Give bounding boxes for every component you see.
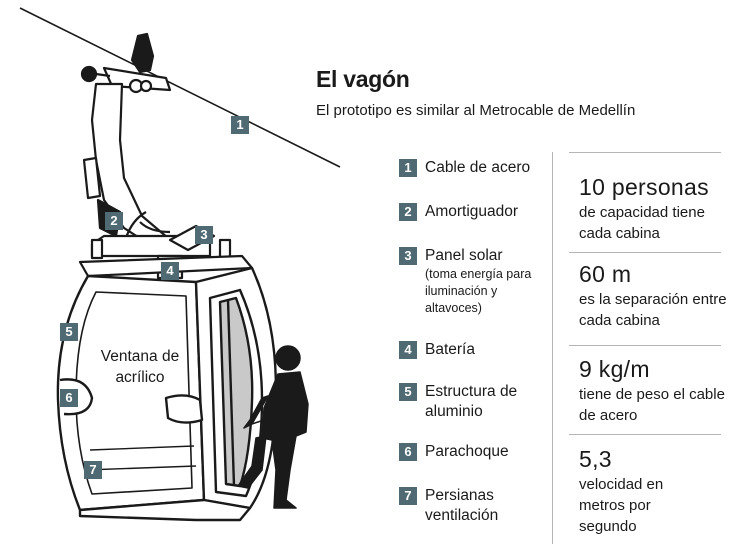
legend-number: 3: [399, 247, 417, 265]
person-silhouette: [237, 345, 309, 509]
stat-description: es la separación entre cada cabina: [579, 291, 727, 329]
stat-value: 10 personas: [579, 174, 709, 200]
badge-1: 1: [231, 116, 249, 134]
stat-value: 9 kg/m: [579, 356, 650, 382]
legend-item-2: 2 Amortiguador: [399, 202, 555, 222]
badge-4: 4: [161, 262, 179, 280]
legend-item-7: 7 Persianas ventilación: [399, 486, 520, 526]
stat-description: velocidad en metros por segundo: [579, 476, 664, 535]
badge-3: 3: [195, 226, 213, 244]
legend-label: Cable de acero: [425, 159, 531, 176]
stat-capacity: 10 personas de capacidad tiene cada cabi…: [579, 174, 729, 244]
legend-label: Parachoque: [425, 443, 509, 460]
badge-2: 2: [105, 212, 123, 230]
legend-label: Persianas ventilación: [425, 487, 499, 524]
legend-label: Amortiguador: [425, 203, 519, 220]
grab-rail: [245, 417, 271, 427]
badge-6: 6: [60, 389, 78, 407]
legend-label: Batería: [425, 341, 475, 358]
legend-item-4: 4 Batería: [399, 340, 555, 360]
hanger-arm: [82, 82, 171, 248]
legend-label: Panel solar: [425, 247, 503, 264]
stat-description: de capacidad tiene cada cabina: [579, 204, 705, 242]
stats-divider: [569, 345, 721, 346]
stat-separation: 60 m es la separación entre cada cabina: [579, 261, 729, 331]
legend-item-5: 5 Estructura de aluminio: [399, 382, 520, 422]
legend-label: Estructura de aluminio: [425, 383, 518, 420]
badge-5: 5: [60, 323, 78, 341]
stats-divider-top: [569, 152, 721, 153]
page-title: El vagón: [316, 66, 410, 92]
legend-number: 4: [399, 341, 417, 359]
stats-divider: [569, 434, 721, 435]
legend-item-6: 6 Parachoque: [399, 442, 555, 462]
stat-speed: 5,3 velocidad en metros por segundo: [579, 446, 729, 537]
stats-divider: [569, 252, 721, 253]
badge-7: 7: [84, 461, 102, 479]
legend-number: 5: [399, 383, 417, 401]
legend-item-3: 3 Panel solar (toma energía para ilumina…: [399, 246, 555, 317]
cabin-body: [56, 266, 278, 522]
window-label: Ventana de acrílico: [100, 348, 180, 386]
legend-number: 1: [399, 159, 417, 177]
stat-description: tiene de peso el cable de acero: [579, 386, 725, 424]
legend-item-1: 1 Cable de acero: [399, 158, 555, 178]
steel-cable: [19, 7, 341, 168]
legend-number: 7: [399, 487, 417, 505]
legend-number: 6: [399, 443, 417, 461]
stat-value: 60 m: [579, 261, 632, 287]
page-subtitle: El prototipo es similar al Metrocable de…: [316, 102, 636, 119]
legend-note: (toma energía para iluminación y altavoc…: [425, 267, 532, 315]
legend-number: 2: [399, 203, 417, 221]
stats-divider-vertical: [552, 152, 553, 544]
stat-value: 5,3: [579, 446, 612, 472]
stat-cable-weight: 9 kg/m tiene de peso el cable de acero: [579, 356, 729, 426]
